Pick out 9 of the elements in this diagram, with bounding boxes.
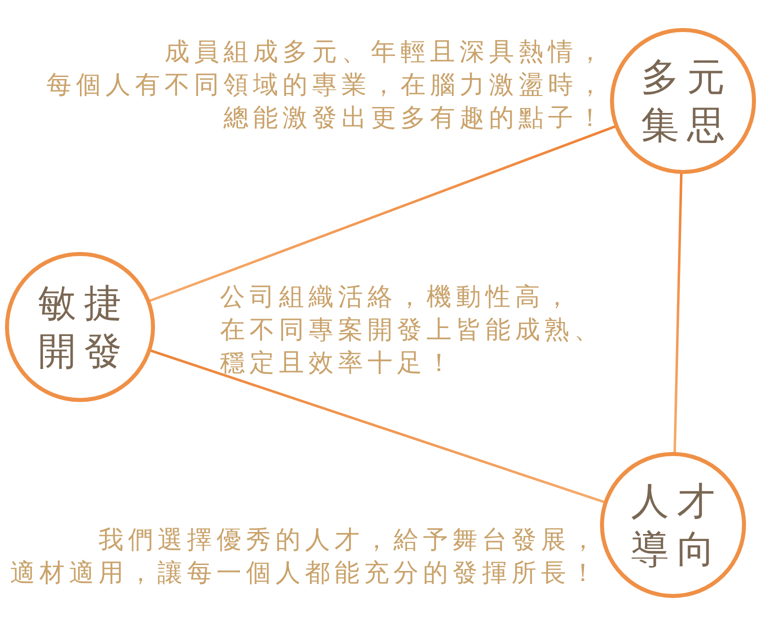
- connector-line: [150, 349, 606, 504]
- connector-line: [148, 125, 616, 302]
- node-label: 敏捷開發: [37, 280, 131, 375]
- description-text: 我們選擇優秀的人才，給予舞台發展，適材適用，讓每一個人都能充分的發揮所長！: [9, 524, 600, 589]
- description-text: 公司組織活絡，機動性高，在不同專案開發上皆能成熟、穩定且效率十足！: [220, 281, 604, 379]
- connector-line: [673, 172, 683, 454]
- description-text: 成員組成多元、年輕且深具熱情，每個人有不同領域的專業，在腦力激盪時，總能激發出更多有趣的點子！: [46, 36, 607, 134]
- node-label: 多元集思: [640, 54, 734, 149]
- node-label: 人才導向: [630, 478, 724, 573]
